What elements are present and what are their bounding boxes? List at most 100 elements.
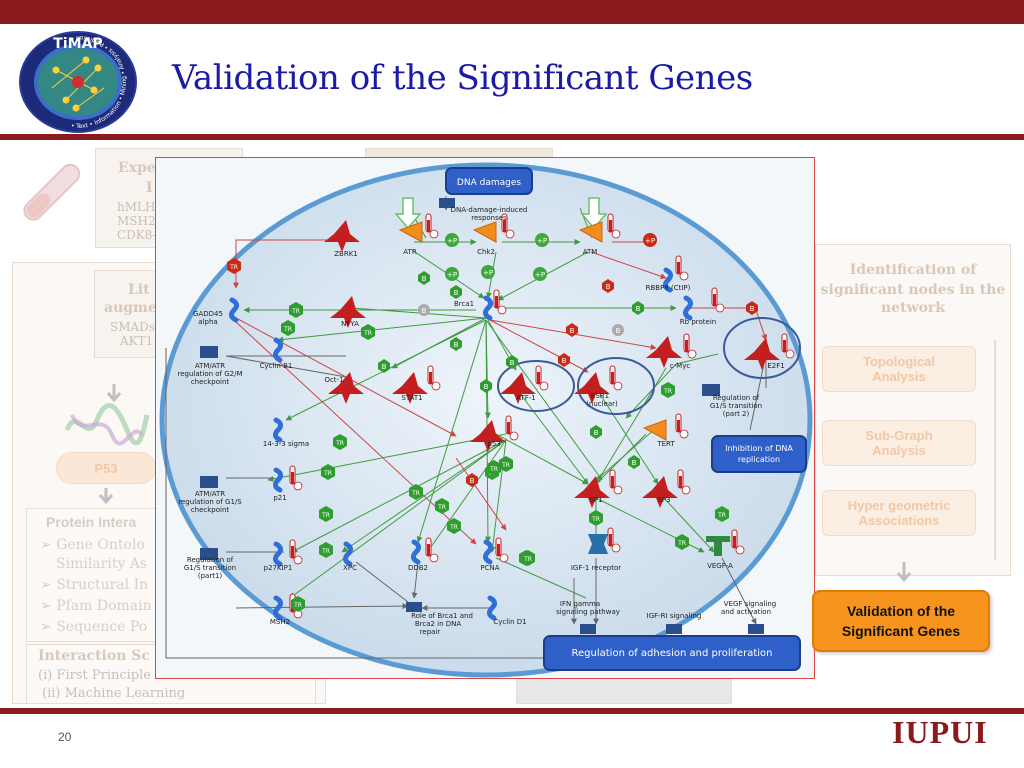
oct1-icon (328, 372, 364, 404)
p21-icon (272, 467, 284, 493)
svg-text:TR: TR (363, 330, 372, 337)
label-rbbp8: RBBP8 (CtIP) (646, 284, 691, 292)
svg-text:B: B (570, 327, 575, 335)
svg-text:B: B (606, 283, 611, 291)
literature-line-1: SMADs (110, 320, 155, 334)
experimental-title-2: I (146, 180, 153, 196)
svg-text:TR: TR (663, 388, 672, 395)
label-gadd45-2: alpha (198, 318, 217, 326)
label-chk2: Chk2 (477, 248, 495, 256)
label-g1s-1: ATM/ATR (195, 490, 225, 498)
atr-icon (398, 221, 423, 243)
svg-text:TR: TR (293, 602, 302, 609)
svg-text:TR: TR (229, 264, 238, 271)
svg-text:B: B (422, 307, 427, 315)
label-vegf-signaling-1: VEGF signaling (724, 600, 776, 608)
svg-text:+P: +P (535, 271, 545, 279)
cmyc-icon (646, 336, 682, 368)
tr-badges: TR TR TR TR TR TR TR TR TR TR TR TR TR T… (227, 258, 729, 612)
svg-text:TR: TR (717, 512, 726, 519)
atm-icon (578, 221, 603, 243)
test-tube-icon (23, 163, 81, 221)
down-arrow-icon (98, 488, 114, 505)
rb-protein-icon (682, 295, 694, 321)
label-reg-g1s-2-3: (part 2) (723, 410, 750, 418)
svg-text:B: B (382, 363, 387, 371)
receptor-nodes (588, 534, 730, 556)
timap-logo: • Text • Information • Mining • Analysis… (19, 31, 137, 133)
label-role-brca-2: Brca2 in DNA (415, 620, 462, 628)
title-divider (0, 134, 1024, 140)
esr1-icon (574, 372, 610, 404)
process-boxes: DNA damages Inhibition of DNA replicatio… (445, 167, 807, 671)
label-xpc: XPC (343, 564, 357, 572)
kinase-nodes (398, 221, 667, 441)
process-nodes (200, 198, 764, 634)
experimental-line-2: MSH2 (117, 214, 156, 228)
interaction-score-item-1: (i) First Principle (38, 668, 151, 683)
svg-text:B: B (454, 341, 459, 349)
pcna-icon (482, 539, 494, 565)
center-bottom-box (516, 676, 732, 704)
protein-interaction-item-5: ➢ Sequence Po (40, 619, 148, 635)
atm-atr-g2m-node (200, 346, 218, 358)
logo-title: TiMAP (53, 36, 102, 52)
inhibition-dna-replication-box (711, 435, 807, 473)
label-rb-protein: Rb protein (680, 318, 716, 326)
svg-text:TR: TR (321, 512, 330, 519)
svg-text:B: B (616, 327, 621, 335)
p53-pill: P53 (56, 452, 156, 484)
svg-text:TR: TR (591, 516, 600, 523)
reg-g1s-2-node (702, 384, 720, 396)
label-reg-g1s-2-1: Regulation of (713, 394, 760, 402)
ifn-gamma-node (580, 624, 596, 634)
zbrk1-icon (324, 220, 360, 252)
induction-arrow-icon (394, 197, 422, 230)
e2f1-icon (744, 338, 780, 370)
cyclin-d1-icon (486, 595, 498, 621)
svg-text:+P: +P (645, 237, 655, 245)
label-vegfa: VEGF-A (707, 562, 733, 570)
p53-icon (470, 420, 506, 452)
label-g1s-3: checkpoint (191, 506, 230, 514)
inhibition-label-2: replication (738, 455, 780, 464)
label-atm: ATM (583, 248, 598, 256)
label-pcna: PCNA (480, 564, 499, 572)
svg-text:TR: TR (501, 462, 510, 469)
tert-icon (642, 419, 667, 441)
label-sigma1433: 14-3-3 sigma (263, 440, 309, 448)
label-reg-g1s-1-3: (part1) (198, 572, 223, 580)
pathway-svg: DNA damages Inhibition of DNA replicatio… (156, 158, 814, 678)
label-gadd45-1: GADD45 (193, 310, 223, 318)
nfya-icon (330, 296, 366, 328)
label-reg-g1s-2-2: G1/S transition (710, 402, 762, 410)
label-role-brca-3: repair (420, 628, 441, 636)
label-stat1: STAT1 (401, 394, 422, 402)
label-msh2: MSH2 (270, 618, 290, 626)
p27kip1-icon (272, 541, 284, 567)
induction-arrow-icon (580, 197, 608, 230)
svg-text:+P: +P (447, 237, 457, 245)
svg-text:B: B (750, 305, 755, 313)
experimental-line-3: CDK8- (117, 228, 157, 242)
regulation-adhesion-label: Regulation of adhesion and proliferation (572, 648, 773, 659)
label-igf1-receptor: IGF-1 receptor (571, 564, 621, 572)
svg-text:B: B (510, 359, 515, 367)
interaction-score-title: Interaction Sc (38, 648, 150, 664)
igf-ri-node (666, 624, 682, 634)
svg-text:B: B (484, 383, 489, 391)
label-p53: p53 (487, 440, 500, 448)
b-badges: B B B B B B B B B B B B B B B B (378, 271, 758, 487)
chk2-icon (472, 221, 497, 243)
xpc-icon (342, 541, 354, 567)
svg-text:B: B (562, 357, 567, 365)
label-atr: ATR (403, 248, 417, 256)
inhibition-label-1: Inhibition of DNA (725, 444, 793, 453)
svg-text:B: B (632, 459, 637, 467)
experimental-line-1: hMLH (117, 200, 156, 214)
down-arrow-icon (106, 384, 122, 403)
protein-interaction-title: Protein Intera (46, 514, 137, 530)
cyclin-b1-icon (272, 337, 284, 363)
label-p27kip1: p27KIP1 (264, 564, 293, 572)
